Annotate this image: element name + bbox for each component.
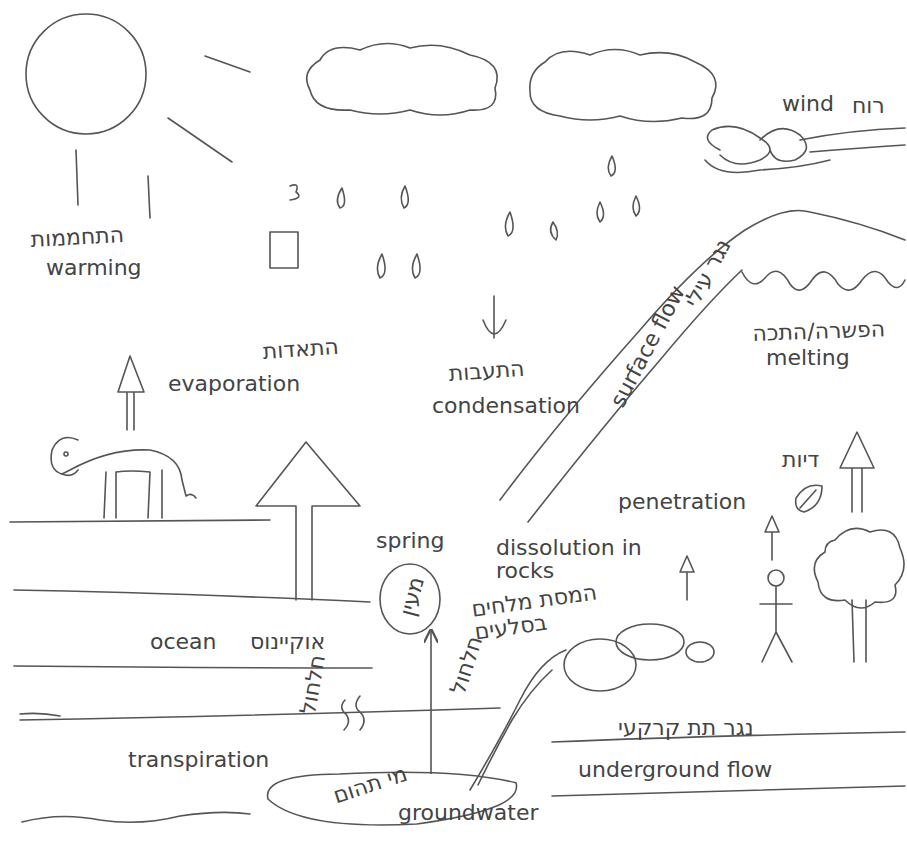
tree-trunk	[852, 600, 866, 662]
stage-label-he: הפשרה/התכה	[752, 317, 885, 345]
stage-label-he: התאדות	[262, 335, 339, 363]
cloud	[530, 50, 716, 122]
rock	[686, 642, 714, 662]
wind-swirl	[760, 129, 806, 162]
stage-label: warming	[46, 256, 142, 279]
mountain-outline	[500, 210, 905, 500]
ground-line	[20, 708, 500, 720]
person	[768, 570, 784, 586]
sun	[26, 14, 146, 134]
wind-swirl	[708, 126, 771, 164]
squiggle	[356, 696, 364, 730]
up-arrow	[680, 556, 694, 600]
up-arrow	[118, 356, 144, 430]
water-drop	[337, 188, 344, 208]
ice-cube	[270, 232, 298, 268]
stage-label-he: דיות	[782, 448, 819, 471]
spring-outline	[380, 564, 440, 634]
sun-ray	[168, 118, 232, 162]
elephant	[51, 438, 196, 498]
water-drop	[551, 222, 558, 240]
stage-label: wind	[782, 92, 834, 115]
arrow-line	[493, 296, 495, 338]
stage-label-he: נגר תת קרקעי	[618, 716, 754, 739]
underground-line	[552, 786, 905, 796]
water-drop	[290, 185, 299, 200]
water-drop	[608, 156, 615, 176]
stage-label: penetration	[618, 490, 746, 513]
water-drop	[505, 212, 513, 236]
stage-label-he: רוח	[852, 94, 885, 117]
snow-line	[742, 271, 905, 290]
groundwater-pool: מי תהוםgroundwater	[262, 772, 520, 826]
ground-line	[10, 520, 270, 522]
stage-label-he: התעבות	[448, 357, 525, 385]
ground-line	[20, 713, 60, 716]
tree-crown	[814, 528, 904, 608]
stage-label-he: המסת מלחים בסלעים	[470, 579, 615, 644]
water-drop	[597, 202, 604, 222]
up-arrow	[840, 432, 874, 512]
spring-circle: springמעין	[380, 564, 440, 634]
stage-label: transpiration	[128, 748, 269, 771]
stage-label: dissolution in rocks	[496, 536, 646, 582]
wind-line	[810, 145, 905, 152]
stage-label: surface flow	[606, 282, 689, 411]
stage-label: melting	[766, 346, 850, 369]
node-heading: spring	[376, 528, 445, 553]
stage-label-he: התחממות	[30, 223, 125, 251]
elephant-eye	[64, 452, 68, 456]
elephant	[62, 470, 162, 518]
slope-line	[478, 670, 552, 785]
slope-line	[470, 650, 566, 790]
stage-label: ocean	[150, 630, 217, 653]
rock	[616, 624, 684, 660]
wave-line	[22, 812, 250, 822]
stage-label-he: חלחול	[446, 633, 486, 697]
water-drop	[401, 186, 408, 208]
leaf	[796, 485, 822, 512]
person	[760, 586, 792, 662]
squiggle	[342, 700, 349, 730]
up-arrow	[765, 516, 779, 560]
arrow-bowl	[483, 320, 506, 334]
big-up-arrow	[256, 442, 360, 600]
ocean-line	[14, 590, 370, 602]
stage-label: condensation	[432, 394, 580, 417]
cloud	[307, 43, 498, 115]
sun-ray	[205, 56, 250, 72]
water-drop	[412, 254, 420, 278]
sun-ray	[148, 176, 150, 218]
water-drop	[633, 196, 640, 216]
wind-line	[705, 160, 830, 172]
stage-label-he: אוקיינוס	[250, 630, 325, 653]
node-label: groundwater	[398, 800, 539, 825]
stage-label: evaporation	[168, 372, 300, 395]
stage-label: underground flow	[578, 758, 772, 781]
stage-label-he: נגר עילי	[680, 235, 735, 311]
water-drop	[377, 254, 385, 278]
stage-label-he: חלחול	[296, 653, 329, 716]
node-label: מעין	[395, 574, 429, 619]
flow-arrow	[430, 630, 432, 774]
sun-ray	[76, 150, 78, 205]
wind-line	[800, 128, 905, 140]
rock	[564, 639, 636, 691]
